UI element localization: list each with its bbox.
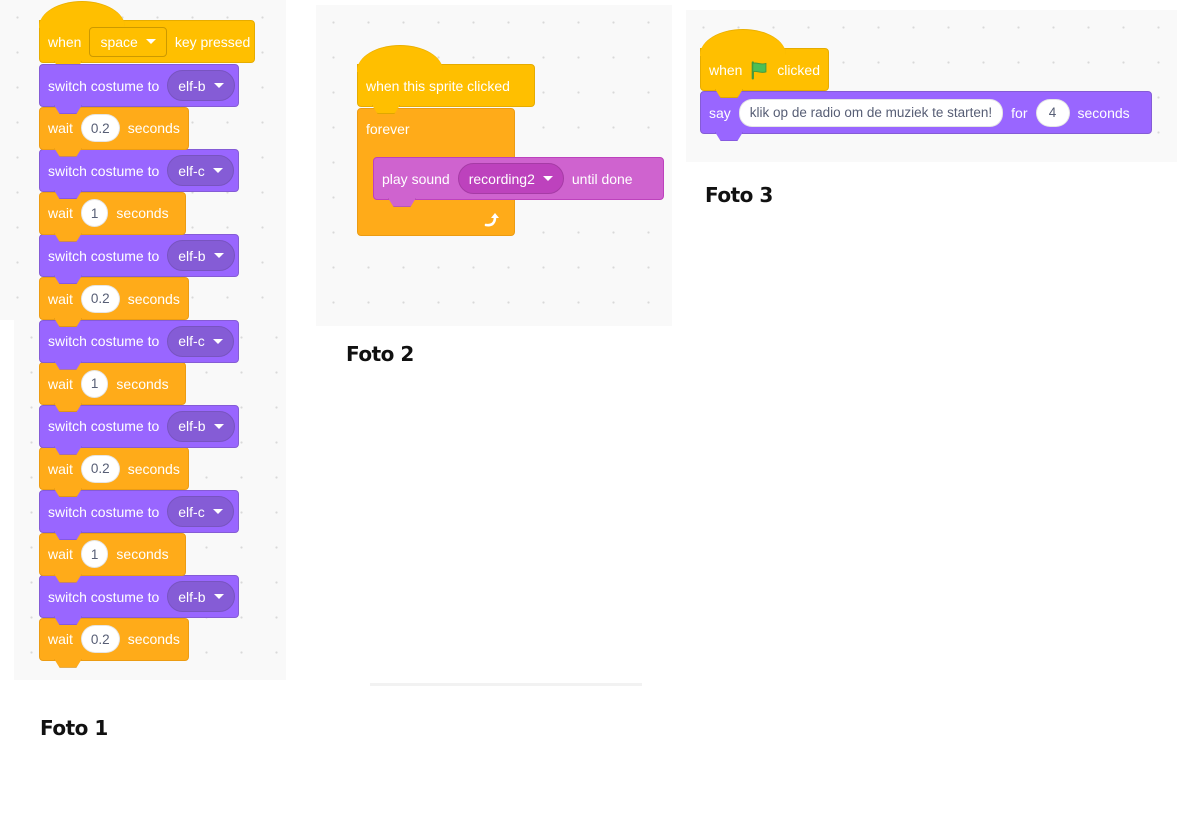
- wait-seconds-input[interactable]: 1: [80, 199, 109, 228]
- block-text: switch costume to: [48, 162, 160, 179]
- wait-seconds-input[interactable]: 1: [80, 369, 109, 398]
- foto1-caption: Foto 1: [40, 716, 108, 740]
- chevron-down-icon: [213, 594, 224, 600]
- block-text: when: [48, 33, 82, 50]
- switch-costume-block[interactable]: switch costume to elf-c: [39, 490, 239, 533]
- block-text: switch costume to: [48, 418, 160, 435]
- wait-seconds-block[interactable]: wait 1 seconds: [39, 191, 186, 235]
- costume-dropdown[interactable]: elf-c: [167, 325, 234, 357]
- costume-dropdown-value: elf-c: [178, 333, 205, 350]
- wait-seconds-block[interactable]: wait 0.2 seconds: [39, 106, 189, 150]
- green-flag-icon: [752, 60, 767, 80]
- forever-label: forever: [366, 121, 410, 137]
- block-text: switch costume to: [48, 247, 160, 264]
- foto3-caption: Foto 3: [705, 183, 773, 207]
- say-seconds-input[interactable]: 4: [1035, 98, 1070, 127]
- block-text: wait: [48, 290, 73, 307]
- block-text: wait: [48, 120, 73, 137]
- wait-seconds-input[interactable]: 0.2: [80, 625, 120, 654]
- wait-seconds-input[interactable]: 0.2: [80, 114, 120, 143]
- sound-dropdown[interactable]: recording2: [457, 163, 564, 194]
- block-text: seconds: [116, 375, 169, 392]
- say-message-input[interactable]: klik op de radio om de muziek te starten…: [738, 98, 1004, 127]
- block-text: wait: [48, 460, 73, 477]
- block-text: seconds: [1077, 104, 1130, 121]
- switch-costume-block[interactable]: switch costume to elf-b: [39, 575, 239, 619]
- costume-dropdown-value: elf-b: [178, 418, 206, 435]
- block-text: key pressed: [174, 33, 251, 50]
- block-text: switch costume to: [48, 503, 160, 520]
- loop-arrow-icon: [484, 213, 499, 227]
- block-text: for: [1011, 104, 1028, 121]
- divider: [370, 683, 642, 686]
- block-text: seconds: [127, 120, 180, 137]
- wait-seconds-input[interactable]: 1: [80, 540, 109, 569]
- play-sound-until-done-block[interactable]: play sound recording2 until done: [373, 157, 664, 200]
- chevron-down-icon: [145, 39, 156, 44]
- block-text: until done: [571, 170, 633, 187]
- block-text: wait: [48, 631, 73, 648]
- wait-seconds-input[interactable]: 0.2: [80, 284, 120, 313]
- switch-costume-block[interactable]: switch costume to elf-b: [39, 234, 239, 278]
- block-text: switch costume to: [48, 77, 160, 94]
- block-text: switch costume to: [48, 333, 160, 350]
- block-text: seconds: [116, 546, 169, 563]
- costume-dropdown[interactable]: elf-c: [167, 496, 234, 527]
- when-key-pressed-block[interactable]: when space key pressed: [39, 1, 255, 63]
- block-text: say: [709, 104, 731, 121]
- block-text: when this sprite clicked: [366, 77, 510, 94]
- block-text: play sound: [382, 170, 450, 187]
- costume-dropdown-value: elf-b: [178, 247, 206, 264]
- wait-seconds-block[interactable]: wait 0.2 seconds: [39, 617, 189, 661]
- costume-dropdown-value: elf-b: [178, 77, 206, 94]
- when-flag-clicked-block[interactable]: when clicked: [700, 29, 829, 91]
- wait-seconds-block[interactable]: wait 0.2 seconds: [39, 277, 189, 320]
- chevron-down-icon: [213, 83, 224, 88]
- costume-dropdown[interactable]: elf-b: [167, 581, 235, 613]
- chevron-down-icon: [212, 168, 223, 174]
- costume-dropdown-value: elf-c: [178, 162, 205, 179]
- block-text: wait: [48, 375, 73, 392]
- switch-costume-block[interactable]: switch costume to elf-b: [39, 404, 239, 448]
- foto2-caption: Foto 2: [346, 342, 414, 366]
- block-text: seconds: [127, 290, 180, 307]
- when-sprite-clicked-block[interactable]: when this sprite clicked: [357, 45, 535, 107]
- costume-dropdown[interactable]: elf-b: [167, 240, 235, 272]
- block-text: wait: [48, 546, 73, 563]
- chevron-down-icon: [542, 176, 553, 181]
- block-text: seconds: [116, 205, 169, 222]
- block-text: when: [709, 61, 743, 78]
- chevron-down-icon: [213, 423, 224, 429]
- say-for-seconds-block[interactable]: say klik op de radio om de muziek te sta…: [700, 91, 1152, 134]
- block-text: seconds: [127, 460, 180, 477]
- costume-dropdown[interactable]: elf-c: [167, 155, 234, 187]
- chevron-down-icon: [212, 509, 223, 514]
- costume-dropdown-value: elf-c: [178, 503, 205, 520]
- chevron-down-icon: [213, 253, 224, 259]
- chevron-down-icon: [212, 338, 223, 344]
- wait-seconds-input[interactable]: 0.2: [80, 454, 120, 483]
- block-text: switch costume to: [48, 588, 160, 605]
- costume-dropdown[interactable]: elf-b: [167, 70, 235, 101]
- key-dropdown[interactable]: space: [89, 26, 167, 57]
- key-dropdown-value: space: [100, 33, 138, 50]
- block-text: clicked: [777, 61, 820, 78]
- block-text: seconds: [127, 631, 180, 648]
- costume-dropdown-value: elf-b: [178, 588, 206, 605]
- costume-dropdown[interactable]: elf-b: [167, 410, 235, 442]
- switch-costume-block[interactable]: switch costume to elf-b: [39, 64, 239, 107]
- block-text: wait: [48, 205, 73, 222]
- sound-dropdown-value: recording2: [468, 170, 535, 187]
